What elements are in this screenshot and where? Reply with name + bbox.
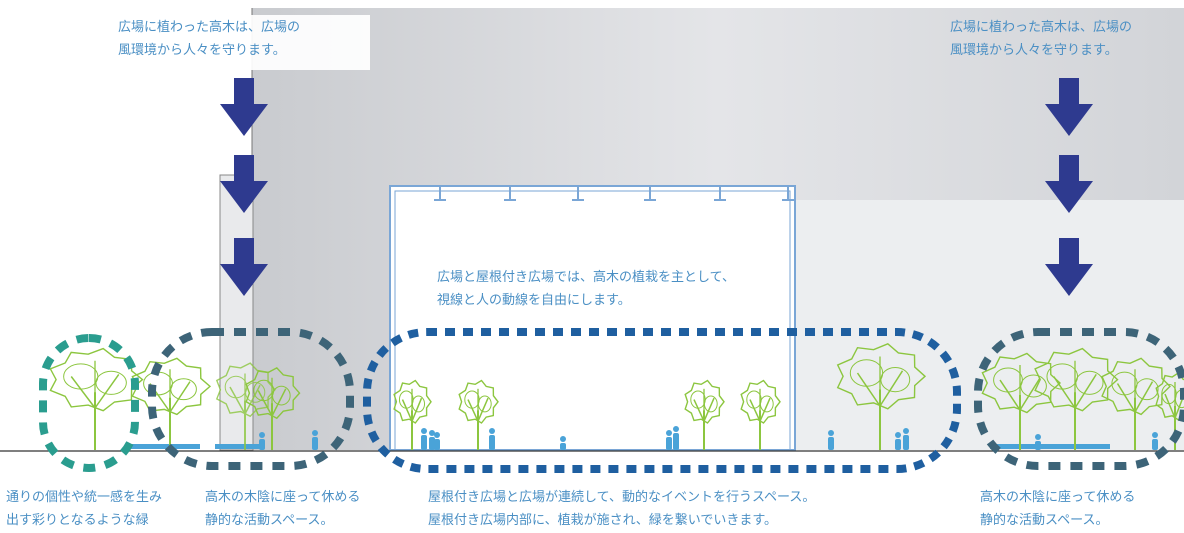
label-shade-right-line2: 静的な活動スペース。 — [980, 513, 1109, 528]
zone-rings — [39, 328, 1184, 473]
label-covered-line2: 屋根付き広場内部に、植栽が施され、緑を繋いでいきます。 — [428, 513, 778, 528]
label-wind-right: 広場に植わった高木は、広場の 風環境から人々を守ります。 — [950, 16, 1132, 62]
tree-icon — [49, 347, 144, 450]
zone-ring — [974, 328, 1184, 470]
person-icon — [895, 432, 901, 450]
zone-ring — [363, 328, 961, 473]
tree-icon — [393, 379, 432, 450]
label-covered-line1: 屋根付き広場と広場が連続して、動的なイベントを行うスペース。 — [428, 490, 816, 505]
label-street: 通りの個性や統一感を生み 出す彩りとなるような緑 — [6, 486, 162, 532]
label-street-line1: 通りの個性や統一感を生み — [6, 490, 163, 505]
tree-icon — [245, 367, 301, 450]
down-arrow-icon — [1045, 78, 1093, 136]
person-icon — [1035, 434, 1041, 450]
label-backing — [112, 15, 370, 70]
person-icon — [421, 428, 427, 450]
zone-ring — [39, 334, 139, 472]
person-icon — [429, 430, 435, 450]
label-shade-right-line1: 高木の木陰に座って休める — [980, 490, 1136, 505]
person-icon — [434, 432, 440, 450]
down-arrow-icon — [220, 155, 268, 213]
label-plaza-center-line1: 広場と屋根付き広場では、高木の植栽を主として、 — [437, 270, 735, 285]
label-shade-left-line2: 静的な活動スペース。 — [205, 513, 334, 528]
person-icon — [673, 426, 679, 450]
person-icon — [560, 436, 566, 450]
tree-icon — [684, 379, 725, 450]
person-icon — [666, 430, 672, 450]
label-wind-left-line2: 風環境から人々を守ります。 — [118, 43, 286, 58]
tree-icon — [215, 362, 276, 450]
person-icon — [312, 430, 318, 450]
label-shade-left: 高木の木陰に座って休める 静的な活動スペース。 — [205, 486, 360, 532]
bench-icon — [130, 444, 1110, 449]
tree-icon — [836, 342, 927, 450]
label-plaza-center-line2: 視線と人の動線を自由にします。 — [437, 293, 631, 308]
label-shade-right: 高木の木陰に座って休める 静的な活動スペース。 — [980, 486, 1135, 532]
tree-group — [49, 342, 1184, 450]
label-wind-left: 広場に植わった高木は、広場の 風環境から人々を守ります。 — [118, 16, 300, 62]
zone-ring — [148, 328, 354, 470]
right-building-mass — [795, 200, 1184, 450]
down-arrow-icon — [220, 78, 268, 136]
label-wind-right-line2: 風環境から人々を守ります。 — [950, 43, 1118, 58]
tree-icon — [1034, 347, 1119, 450]
down-arrow-icon — [1045, 238, 1093, 296]
roof-truss-posts — [434, 186, 794, 201]
tree-icon — [1101, 357, 1171, 450]
label-plaza-center: 広場と屋根付き広場では、高木の植栽を主として、 視線と人の動線を自由にします。 — [437, 266, 735, 312]
person-icon — [489, 428, 495, 450]
label-street-line2: 出す彩りとなるような緑 — [6, 513, 149, 528]
label-covered: 屋根付き広場と広場が連続して、動的なイベントを行うスペース。 屋根付き広場内部に… — [428, 486, 815, 532]
person-icon — [1152, 432, 1158, 450]
person-icon — [903, 428, 909, 450]
label-shade-left-line1: 高木の木陰に座って休める — [205, 490, 361, 505]
tree-icon — [458, 379, 499, 450]
person-icon — [828, 430, 834, 450]
label-wind-left-line1: 広場に植わった高木は、広場の — [118, 20, 301, 35]
people-group — [259, 426, 1158, 450]
down-arrow-icon — [220, 238, 268, 296]
label-wind-right-line1: 広場に植わった高木は、広場の — [950, 20, 1133, 35]
covered-plaza-roof — [389, 185, 796, 451]
down-arrow-icon — [1045, 155, 1093, 213]
tree-icon — [740, 379, 781, 450]
person-icon — [259, 432, 265, 450]
tree-icon — [981, 352, 1062, 450]
wind-arrows — [220, 78, 1093, 296]
